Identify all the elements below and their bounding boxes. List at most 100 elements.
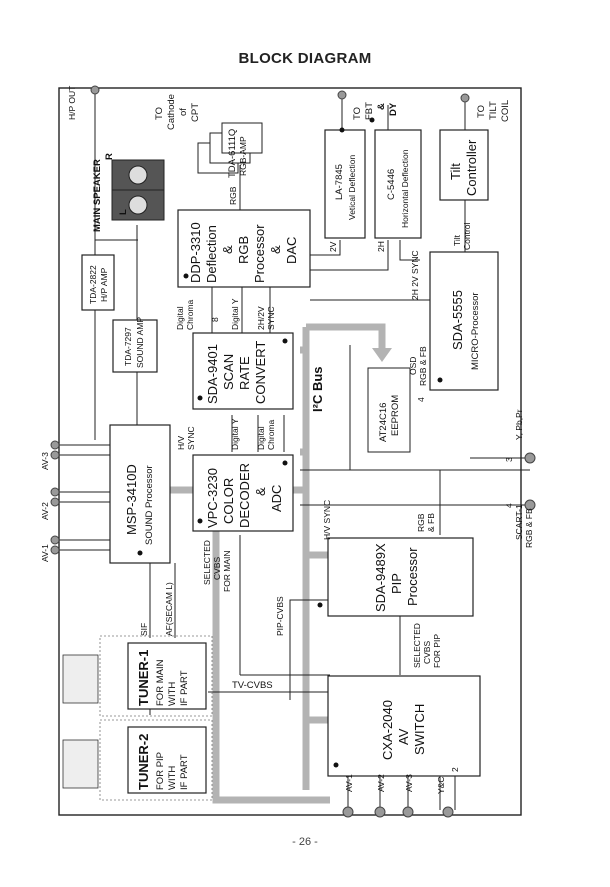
svg-text:Tilt: Tilt xyxy=(448,163,463,180)
pip-rgb-fb-label: RGB xyxy=(416,513,426,532)
hv-sync-label: SYNC xyxy=(186,426,196,450)
page-footer: - 26 - xyxy=(292,836,318,848)
hv-sync-label: H/V xyxy=(176,436,186,451)
bus-width-label: 8 xyxy=(210,317,220,322)
to-fbt-label: FBT xyxy=(364,102,375,120)
sda5555-pin-label: 4 xyxy=(416,397,426,402)
svg-text:C-5446: C-5446 xyxy=(386,169,397,200)
svg-text:LA-7845: LA-7845 xyxy=(334,164,345,200)
scart-label: 4 xyxy=(504,503,514,508)
la-7845-block: LA-7845 Vetical Deflection xyxy=(324,129,366,239)
to-fbt-label: DY xyxy=(388,102,399,116)
scart-label: RGB & FB xyxy=(524,508,534,548)
selected-cvbs-pip-label: CVBS xyxy=(422,641,432,664)
2v-label: 2V xyxy=(328,241,338,252)
sif-label: SIF xyxy=(139,623,149,636)
to-fbt-label: & xyxy=(376,103,387,110)
svg-text:DDP-3310: DDP-3310 xyxy=(188,222,203,283)
2h-label: 2H xyxy=(376,241,386,252)
cxa-2040-block: CXA-2040 AV SWITCH xyxy=(327,675,481,777)
svg-text:TDA-2822: TDA-2822 xyxy=(88,265,98,304)
main-speaker-label: MAIN SPEAKER xyxy=(92,159,103,232)
svg-text:SWITCH: SWITCH xyxy=(412,704,427,755)
svg-text:DAC: DAC xyxy=(284,237,299,264)
osd-label: OSD xyxy=(408,357,418,375)
pip-cvbs-label: PIP-CVBS xyxy=(275,596,285,636)
svg-text:RGB: RGB xyxy=(236,236,251,264)
svg-text:WITH: WITH xyxy=(167,682,178,706)
msp-3410d-block: MSP-3410D SOUND Processor xyxy=(109,424,171,564)
svg-text:EEPROM: EEPROM xyxy=(390,395,401,436)
rgb-label: RGB xyxy=(228,186,238,205)
diagram-frame xyxy=(58,87,522,816)
to-cathode-label: of xyxy=(178,108,189,116)
svg-text:IF PART: IF PART xyxy=(179,670,190,706)
to-fbt-label: TO xyxy=(352,107,363,120)
pip-rgb-fb-label: & FB xyxy=(426,513,436,532)
ddp-3310-block: DDP-3310 Deflection & RGB Processor & DA… xyxy=(177,209,311,288)
bottom-av1-label: AV-1 xyxy=(344,774,354,792)
svg-text:DECODER: DECODER xyxy=(237,463,252,528)
i2c-bus-label: I²C Bus xyxy=(310,367,325,413)
to-tilt-coil-label: TO xyxy=(476,105,487,118)
to-tilt-coil-label: TILT xyxy=(488,101,499,120)
svg-text:RATE: RATE xyxy=(237,356,252,390)
sda-9401-block: SDA-9401 SCAN RATE CONVERT xyxy=(192,332,294,410)
svg-text:COLOR: COLOR xyxy=(221,478,236,524)
svg-text:SOUND AMP: SOUND AMP xyxy=(135,317,145,368)
selected-cvbs-main-label: FOR MAIN xyxy=(222,550,232,592)
svg-text:Deflection: Deflection xyxy=(204,225,219,283)
svg-text:SDA-5555: SDA-5555 xyxy=(450,290,465,350)
selected-cvbs-pip-label: SELECTED xyxy=(412,623,422,668)
antenna-icon xyxy=(62,654,99,789)
svg-text:Horizontal Deflection: Horizontal Deflection xyxy=(400,149,410,228)
connector-jack-icon xyxy=(50,85,536,818)
svg-text:Processor: Processor xyxy=(252,224,267,283)
to-cathode-label: CPT xyxy=(190,103,201,122)
vpc-3230-block: VPC-3230 COLOR DECODER & ADC xyxy=(192,454,294,532)
selected-cvbs-pip-label: FOR PIP xyxy=(432,634,442,668)
svg-text:SOUND Processor: SOUND Processor xyxy=(144,465,155,545)
tda-2822-block: TDA-2822 H/P AMP xyxy=(81,254,115,311)
to-cathode-label: Cathode xyxy=(166,94,177,130)
svg-text:Vetical Deflection: Vetical Deflection xyxy=(347,155,357,220)
svg-text:&: & xyxy=(253,487,268,496)
svg-text:VPC-3230: VPC-3230 xyxy=(205,468,220,528)
eeprom-arrow xyxy=(372,348,392,362)
svg-text:SDA-9401: SDA-9401 xyxy=(205,344,220,404)
tilt-controller-block: Tilt Controller xyxy=(439,129,489,201)
av2-left-label: AV-2 xyxy=(40,502,50,520)
tda-7297-block: TDA-7297 SOUND AMP xyxy=(112,317,158,373)
svg-text:FOR PIP: FOR PIP xyxy=(155,752,166,790)
svg-text:TDA-6111Q: TDA-6111Q xyxy=(227,129,238,178)
svg-text:TDA-7297: TDA-7297 xyxy=(123,327,133,366)
svg-text:RGB-AMP: RGB-AMP xyxy=(238,136,248,176)
sync-label: SYNC xyxy=(266,306,276,330)
osd-label: RGB & FB xyxy=(418,346,428,386)
tuner-1-block: TUNER-1 FOR MAIN WITH IF PART xyxy=(127,642,207,710)
svg-text:ADC: ADC xyxy=(269,485,284,512)
digital-chroma-label: Chroma xyxy=(266,419,276,450)
av3-left-label: AV-3 xyxy=(40,452,50,470)
svg-text:CONVERT: CONVERT xyxy=(253,341,268,404)
bottom-2-label: 2 xyxy=(450,767,460,772)
chip-pin-markers xyxy=(137,117,443,768)
bottom-av3-label: AV-3 xyxy=(404,774,414,792)
tda-6111q-block: TDA-6111Q RGB-AMP xyxy=(197,122,263,178)
digital-chroma-label: Digital xyxy=(256,426,266,450)
svg-text:IF PART: IF PART xyxy=(179,754,190,790)
bottom-av2-label: AV-2 xyxy=(376,774,386,792)
svg-text:MICRO-Processor: MICRO-Processor xyxy=(470,292,481,370)
c-5446-block: C-5446 Horizontal Deflection xyxy=(374,129,422,239)
at24c16-eeprom-block: AT24C16 EEPROM xyxy=(367,367,411,453)
hp-out-label: H/P OUT xyxy=(67,86,77,120)
sync-label: 2H/2V xyxy=(256,306,266,330)
page-title: BLOCK DIAGRAM xyxy=(238,50,372,67)
tilt-control-label: Tilt xyxy=(452,234,462,246)
speaker-l-label: L xyxy=(118,209,129,215)
bottom-yc-label: Y&C xyxy=(436,777,446,794)
speaker-r-label: R xyxy=(104,153,115,160)
svg-text:MSP-3410D: MSP-3410D xyxy=(124,464,139,535)
svg-text:CXA-2040: CXA-2040 xyxy=(380,700,395,760)
